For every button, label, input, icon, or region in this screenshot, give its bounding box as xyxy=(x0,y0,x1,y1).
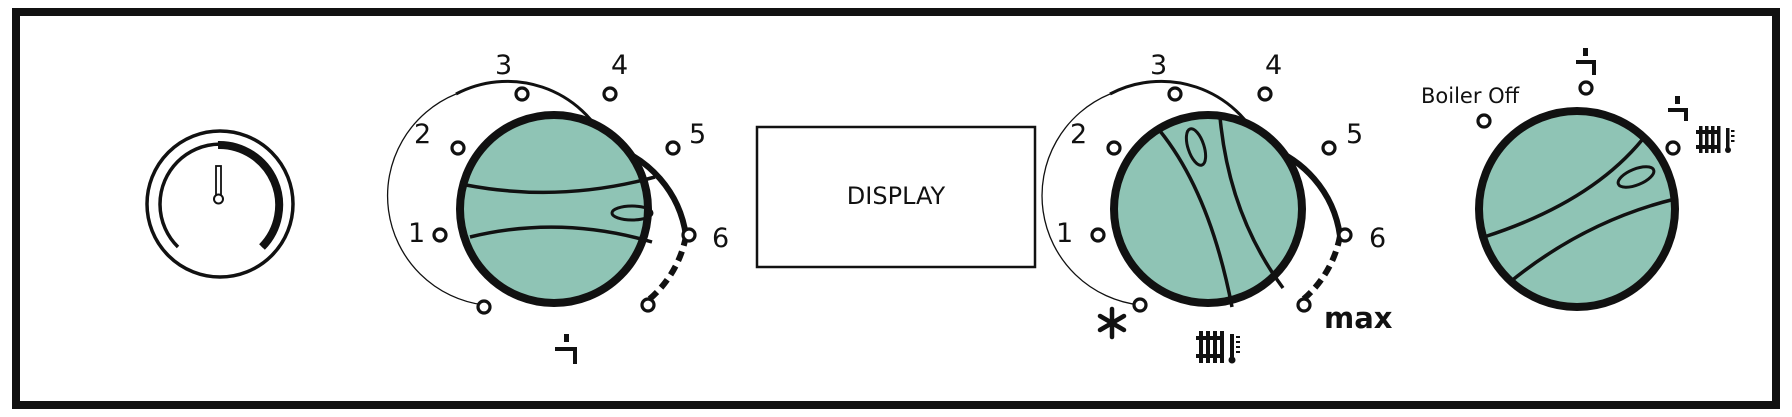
position-dot xyxy=(665,140,681,156)
scale-label-5: 5 xyxy=(689,119,706,150)
mode-selector-knob[interactable]: Boiler Off xyxy=(1421,48,1735,311)
knob-grip-groove xyxy=(1483,138,1644,239)
scale-label-1: 1 xyxy=(408,218,425,249)
scale-label-6: 6 xyxy=(712,223,729,254)
scale-label-5: 5 xyxy=(1346,119,1363,150)
tap-icon xyxy=(555,334,577,364)
scale-arc-thin xyxy=(1041,93,1141,306)
hot-water-knob[interactable]: 1 2 3 4 5 6 xyxy=(386,50,730,364)
knob-grip-groove xyxy=(1158,129,1234,308)
scale-arc-dashed xyxy=(1298,235,1343,305)
scale-label-4: 4 xyxy=(611,50,628,81)
heating-knob[interactable]: 1 2 3 4 5 6 max xyxy=(1041,50,1393,364)
scale-arc-thin xyxy=(386,93,485,306)
position-dot-boiler-off xyxy=(1476,113,1492,129)
display: DISPLAY xyxy=(755,125,1037,269)
position-dot xyxy=(514,86,530,102)
position-dot xyxy=(1090,227,1106,243)
knob-face[interactable] xyxy=(1110,111,1306,307)
knob-grip-groove xyxy=(1218,116,1285,290)
knob-indicator xyxy=(610,204,654,222)
scale-label-4: 4 xyxy=(1265,50,1282,81)
max-label: max xyxy=(1324,301,1393,335)
snowflake-icon xyxy=(1097,306,1127,340)
scale-label-6: 6 xyxy=(1369,223,1386,254)
position-dot xyxy=(1321,140,1337,156)
position-dot xyxy=(476,299,492,315)
position-dot xyxy=(1257,86,1273,102)
position-dot xyxy=(1132,297,1148,313)
knob-grip-groove xyxy=(469,225,653,244)
position-dot xyxy=(681,227,697,243)
position-dot xyxy=(1337,227,1353,243)
radiator-icon xyxy=(1196,331,1240,364)
position-dot xyxy=(432,227,448,243)
scale-label-3: 3 xyxy=(495,50,512,81)
knob-indicator xyxy=(1184,127,1208,167)
knob-indicator xyxy=(1616,165,1656,189)
position-dot xyxy=(450,140,466,156)
scale-arc-dashed xyxy=(644,235,689,305)
pressure-gauge xyxy=(145,129,295,279)
knob-face[interactable] xyxy=(1475,107,1679,311)
boiler-off-label: Boiler Off xyxy=(1421,84,1520,108)
scale-label-3: 3 xyxy=(1150,50,1167,81)
knob-grip-groove xyxy=(1508,197,1676,284)
position-dot xyxy=(1296,297,1312,313)
scale-label-2: 2 xyxy=(414,119,431,150)
scale-label-2: 2 xyxy=(1070,119,1087,150)
position-dot-hot-water xyxy=(1578,80,1594,96)
display-label: DISPLAY xyxy=(847,182,946,210)
position-dot xyxy=(1106,140,1122,156)
position-dot xyxy=(1167,86,1183,102)
position-dot-hot-water-heating xyxy=(1665,140,1681,156)
position-dot xyxy=(602,86,618,102)
thermometer-gauge-icon xyxy=(213,165,224,205)
knob-grip-groove xyxy=(465,175,656,195)
tap-radiator-icon xyxy=(1668,96,1735,153)
position-dot xyxy=(640,297,656,313)
tap-icon xyxy=(1576,48,1596,75)
scale-label-1: 1 xyxy=(1056,218,1073,249)
